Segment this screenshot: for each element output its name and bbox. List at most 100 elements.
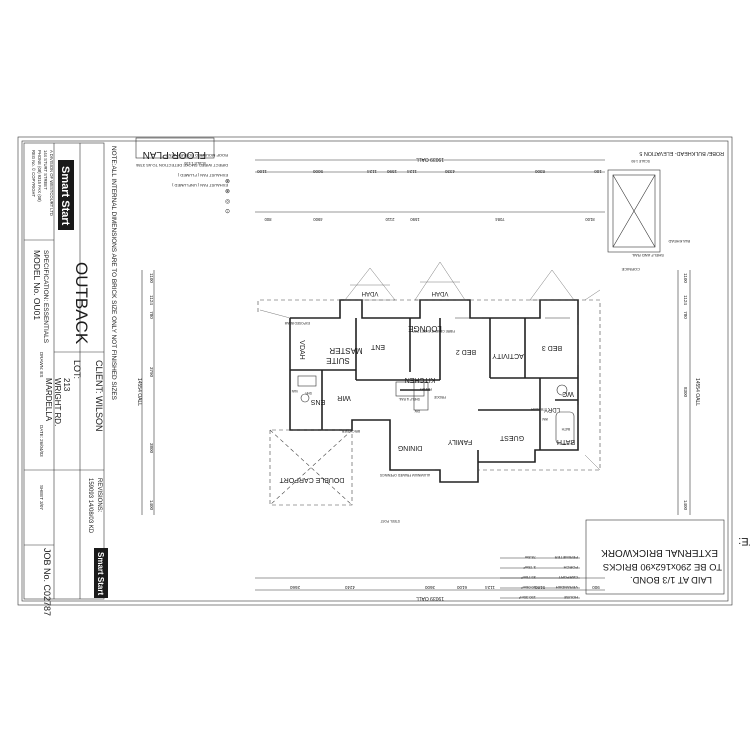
annotation-11: SHR: [305, 391, 312, 395]
company-line-2: 144 STURT STREET: [43, 150, 48, 190]
area-table: HOUSE150.30m²VERANDAH10.06m²CARPORT35.76…: [500, 555, 580, 600]
svg-text:NOTE:: NOTE:: [738, 535, 750, 547]
dim-right-seg-2: 780: [683, 311, 688, 319]
client-name: CLIENT: WILSON: [94, 360, 104, 432]
symbol-legend: EXHAUST FAN ( UNFLUMED ) EXHAUST FAN ( F…: [135, 153, 230, 215]
elevation-label: ROBE/ BULKHEAD- ELEVATION 5: [639, 150, 724, 156]
dim-left-seg-0: 1100: [149, 273, 154, 283]
room-carport-label: DOUBLE CARPORT: [279, 476, 345, 483]
dim-left-seg-4: 3800: [149, 443, 154, 454]
dim-top-seg-4: 1124: [407, 169, 417, 174]
dim-bottom-seg-0: 2660: [289, 585, 300, 590]
area-value-1: 10.06m²: [521, 585, 536, 590]
annotation-3: ALUMINIUM FRAMED OPENINGS: [380, 473, 430, 477]
area-value-2: 35.76m²: [521, 575, 536, 580]
verandah-roof-b: [414, 261, 466, 301]
floor-plan-label: FLOOR PLAN SCALE 1:100: [135, 137, 215, 165]
house-name: OUTBACK: [72, 262, 91, 345]
svg-text:TO BE 290x162x90 BRICKS: TO BE 290x162x90 BRICKS: [603, 562, 722, 573]
room-master-label-2: SUITE: [326, 356, 350, 365]
room-wir-label: WIR: [337, 394, 351, 401]
dim-top-row2-2: 2110: [385, 217, 395, 222]
brand-logo-small: Smart Start: [94, 548, 108, 598]
dim-bottom-overall: 19039 OALL: [416, 595, 444, 601]
floor-plan: MASTERSUITEENSWIRENTLOUNGEKITCHENDININGF…: [257, 261, 601, 506]
verandah-roof-c: [529, 269, 575, 301]
plan-annotations: EXPOSED BEAM FIBRE CEMENT SHEET TOP BRICK …: [284, 321, 570, 523]
room-laundry-label: LDRY: [544, 406, 560, 412]
annotation-7: FRIDGE: [434, 395, 446, 399]
dim-top-seg-3: 1590: [386, 169, 397, 174]
dim-left-seg-2: 780: [149, 311, 154, 319]
internal-dimension-note: NOTE:ALL INTERNAL DIMENSIONS ARE TO BRIC…: [110, 146, 117, 400]
dim-right-seg-1: 1124: [683, 295, 688, 305]
lot-label: LOT:: [72, 360, 82, 379]
lot-line-1: 213: [62, 378, 71, 392]
svg-text:SCALE 1:100: SCALE 1:100: [184, 161, 206, 165]
elevation-shelf: SHELF AND RAIL: [631, 253, 664, 258]
dim-top-seg-0: 1100: [257, 169, 267, 174]
dim-top-overall: 19039 OALL: [416, 156, 444, 162]
company-line-4: REG No. © COPYRIGHT: [31, 150, 36, 198]
verandah-label-a: VDAH: [298, 340, 305, 359]
brick-note: NOTE: EXTERNAL BRICKWORK TO BE 290x162x9…: [585, 519, 750, 595]
dim-top-row2-0: 800: [264, 217, 272, 222]
room-wc-label: WC: [562, 390, 574, 397]
annotation-2: BRICK PIER: [341, 429, 360, 433]
dim-right-seg-3: 8300: [683, 387, 688, 398]
elevation-scale: SCALE 1:50: [631, 159, 650, 163]
annotation-8: DW: [415, 409, 420, 413]
area-label-4: PERIMETER: [555, 555, 578, 560]
annotation-1: FIBRE CEMENT SHEET TOP: [413, 329, 455, 333]
dimension-strings: 19039 OALL 1100 5000 1124 1590 1124 4330 8300 10…: [136, 156, 700, 601]
title-block: Smart Start A DIVISION OF WESTCOURT LTD …: [23, 142, 108, 616]
specification: SPECIFICATION: ESSENTIALS: [42, 250, 49, 344]
lot-line-2: WRIGHT RD.: [53, 378, 62, 426]
dim-top-row2-1: 4900: [313, 217, 323, 222]
drawing-date: DATE: 26/04/03: [39, 425, 44, 457]
brand-logo: Smart Start: [58, 160, 74, 230]
svg-text:FLOOR PLAN: FLOOR PLAN: [143, 149, 206, 160]
svg-text:LAID AT 1/3 BOND.: LAID AT 1/3 BOND.: [630, 575, 712, 586]
drawn-by: DRAWN: ES: [39, 352, 44, 377]
dim-top-row2-4: 7084: [495, 217, 505, 222]
lot-line-3: MARDELLA: [44, 378, 53, 422]
area-label-3: PORCH: [563, 565, 578, 570]
dim-top-seg-5: 4330: [444, 169, 455, 174]
annotation-6: PANTRY: [418, 387, 432, 391]
area-label-0: HOUSE: [563, 595, 578, 600]
area-value-4: 78.8m: [524, 555, 536, 560]
dim-bottom-seg-4: 1124: [485, 585, 495, 590]
room-bath-label: BATH: [557, 438, 575, 445]
revisions-value: 159093 14/08/03 KD: [87, 478, 93, 534]
svg-text:EXTERNAL BRICKWORK: EXTERNAL BRICKWORK: [601, 547, 718, 558]
legend-2-icon: ⊗: [225, 189, 230, 195]
verandah-label-c: VDAH: [432, 290, 449, 296]
annotation-12: VAN: [291, 389, 298, 393]
room-dining-label: DINING: [398, 444, 423, 451]
verandah-label-b: VDAH: [362, 290, 379, 296]
sheet-inner-border: [21, 140, 729, 602]
annotation-0: EXPOSED BEAM: [284, 321, 310, 325]
dim-bottom-seg-5: 5180: [534, 585, 545, 590]
dim-top-seg-7: 100: [594, 169, 602, 174]
room-lounge-label: LOUNGE: [408, 324, 442, 333]
elevation-bulkhead: BULKHEAD: [668, 239, 690, 244]
dim-right-seg-0: 1100: [683, 273, 688, 283]
room-guest-label: GUEST: [499, 434, 524, 441]
svg-text:NOTE:ALL INTERNAL DIMENSIONS A: NOTE:ALL INTERNAL DIMENSIONS ARE TO BRIC…: [110, 146, 117, 400]
area-label-1: VERANDAH: [556, 585, 578, 590]
dim-top-seg-1: 5000: [312, 169, 323, 174]
dim-top-seg-2: 1124: [367, 169, 377, 174]
legend-2: EXHAUST FAN ( FLUMED ): [177, 173, 228, 178]
robe-elevation: ROBE/ BULKHEAD- ELEVATION 5 SCALE 1:50 B…: [607, 150, 724, 272]
dim-right-seg-4: 1400: [683, 500, 688, 511]
room-ensuite-label: ENS: [310, 398, 325, 405]
sheet-number: SHEET 3/07: [39, 485, 44, 510]
dim-bottom-seg-2: 3600: [424, 585, 435, 590]
legend-4: ROOF MOUNTED ROTARY VENT: [165, 153, 228, 158]
annotation-10: TROUGH: [530, 407, 545, 411]
annotation-5: SHELF & RAIL: [399, 397, 420, 401]
